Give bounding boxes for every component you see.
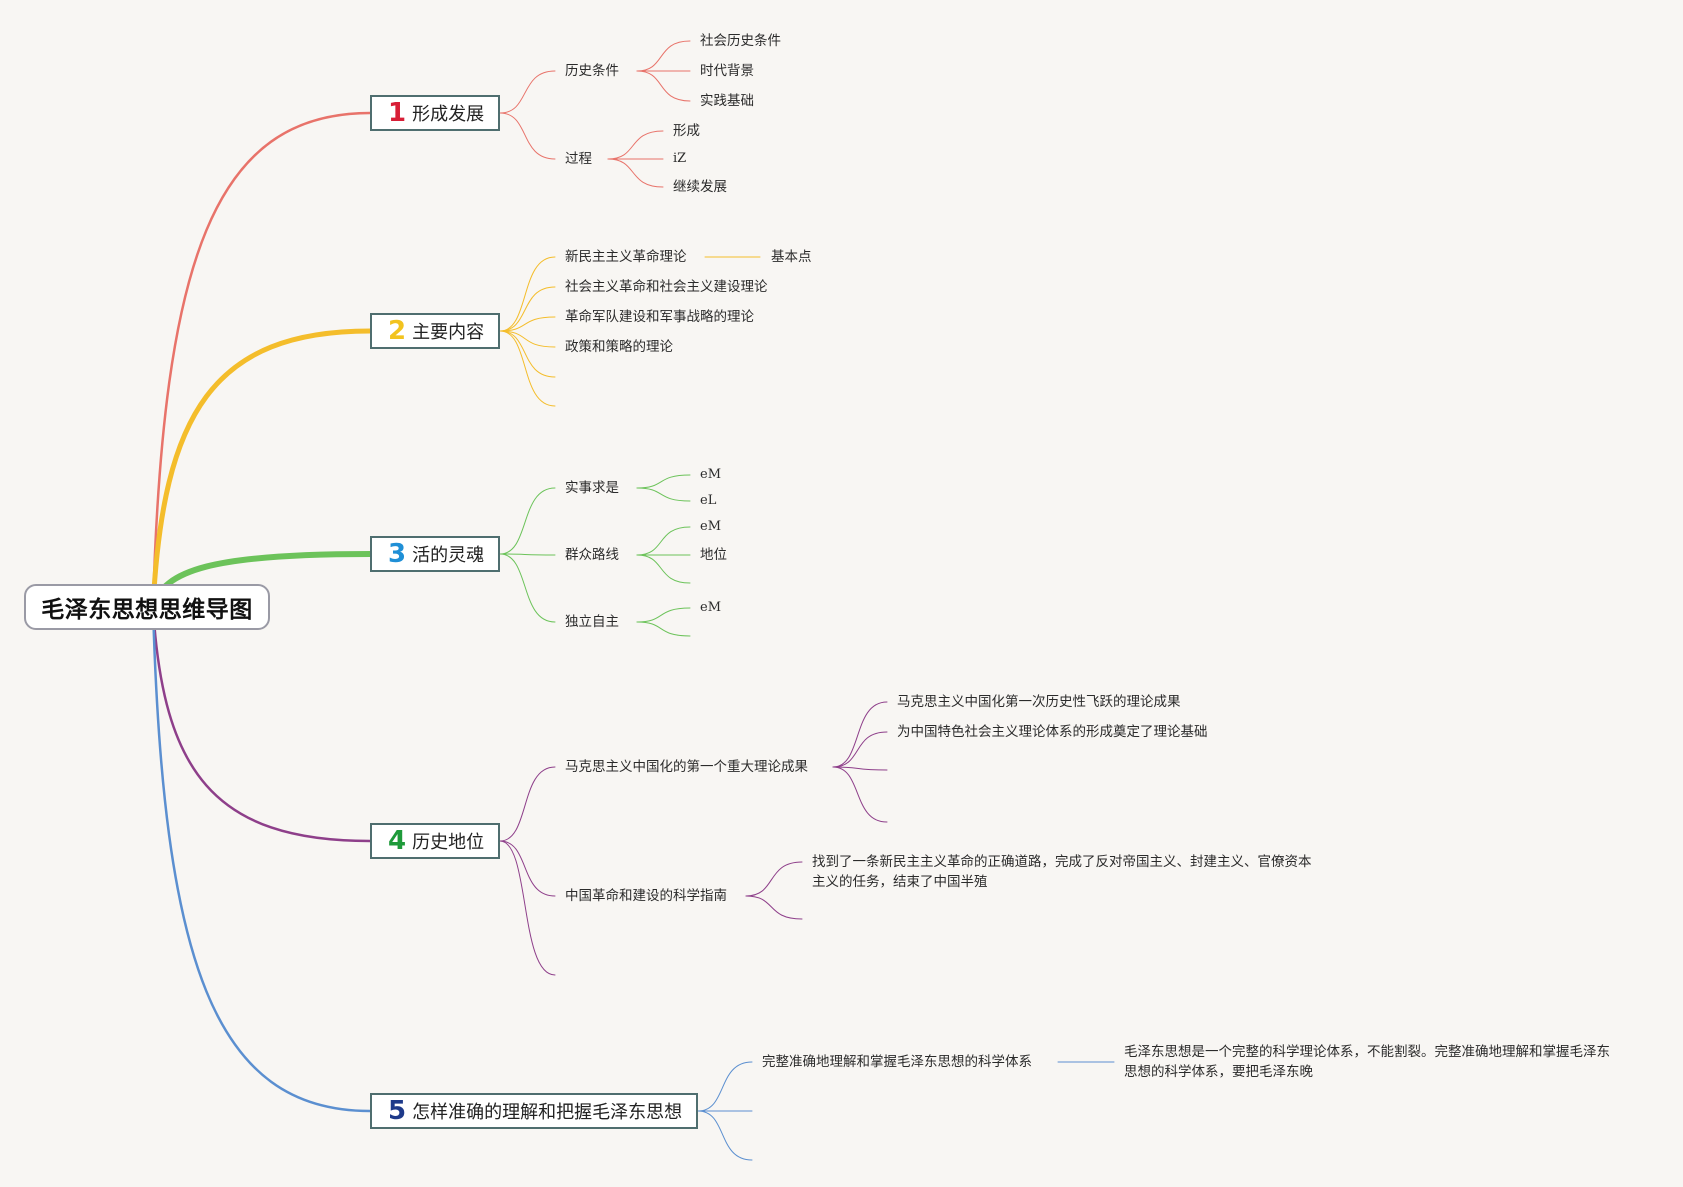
subtopic[interactable]: 过程: [565, 151, 592, 167]
leaf-connector: [636, 526, 691, 556]
branch-number: 2: [388, 316, 407, 346]
leaf-topic[interactable]: 为中国特色社会主义理论体系的形成奠定了理论基础: [897, 724, 1208, 740]
root-branch-connector: [151, 605, 372, 843]
branch-topic-4[interactable]: 4 历史地位: [370, 823, 500, 859]
branch-topic-3[interactable]: 3 活的灵魂: [370, 536, 500, 572]
sub-connector: [499, 487, 556, 555]
branch-number: 4: [388, 826, 407, 856]
sub-connector: [499, 330, 556, 407]
subtopic[interactable]: 革命军队建设和军事战略的理论: [565, 309, 754, 325]
root-topic[interactable]: 毛泽东思想思维导图: [24, 584, 270, 630]
sub-connector: [499, 553, 556, 623]
leaf-topic[interactable]: 基本点: [771, 249, 812, 265]
leaf-topic[interactable]: 继续发展: [673, 179, 727, 195]
subtopic[interactable]: 完整准确地理解和掌握毛泽东思想的科学体系: [762, 1054, 1032, 1070]
branch-label: 历史地位: [412, 832, 485, 853]
leaf-topic[interactable]: 地位: [700, 547, 727, 563]
leaf-topic[interactable]: 时代背景: [700, 63, 754, 79]
sub-connector: [499, 840, 556, 976]
branch-number: 1: [388, 98, 407, 128]
leaf-connector: [745, 861, 803, 897]
subtopic[interactable]: 实事求是: [565, 480, 619, 496]
leaf-connector: [636, 487, 691, 502]
leaf-topic[interactable]: 实践基础: [700, 93, 754, 109]
leaf-connector: [636, 554, 691, 584]
subtopic[interactable]: 政策和策略的理论: [565, 339, 673, 355]
branch-topic-5[interactable]: 5 怎样准确的理解和把握毛泽东思想: [370, 1093, 698, 1129]
leaf-topic[interactable]: eM: [700, 519, 722, 534]
leaf-connector: [832, 766, 888, 771]
leaf-connector: [636, 70, 691, 102]
branch-topic-1[interactable]: 1 形成发展: [370, 95, 500, 131]
root-branch-connector: [150, 328, 373, 610]
branch-number: 5: [388, 1096, 407, 1126]
root-branch-connector: [151, 605, 372, 1113]
subtopic[interactable]: 社会主义革命和社会主义建设理论: [565, 279, 768, 295]
branch-label: 怎样准确的理解和把握毛泽东思想: [412, 1102, 683, 1123]
leaf-connector: [636, 40, 691, 72]
sub-connector: [499, 112, 556, 160]
leaf-topic[interactable]: eM: [700, 467, 722, 482]
leaf-topic[interactable]: eM: [700, 600, 722, 615]
leaf-connector: [832, 731, 888, 768]
branch-label: 活的灵魂: [412, 545, 485, 566]
leaf-connector: [607, 158, 664, 188]
sub-connector: [499, 330, 556, 378]
leaf-connector: [636, 474, 691, 489]
subtopic[interactable]: 新民主主义革命理论: [565, 249, 687, 265]
leaf-topic[interactable]: iZ: [673, 151, 687, 166]
sub-connector: [499, 840, 556, 897]
branch-label: 形成发展: [412, 104, 485, 125]
sub-connector: [697, 1110, 753, 1161]
leaf-topic[interactable]: 社会历史条件: [700, 33, 781, 49]
sub-connector: [499, 330, 556, 348]
leaf-topic[interactable]: 形成: [673, 123, 700, 139]
leaf-topic[interactable]: 毛泽东思想是一个完整的科学理论体系，不能割裂。完整准确地理解和掌握毛泽东思想的科…: [1124, 1044, 1610, 1080]
sub-connector: [499, 70, 556, 114]
leaf-topic[interactable]: eL: [700, 493, 717, 508]
subtopic[interactable]: 马克思主义中国化的第一个重大理论成果: [565, 759, 808, 775]
subtopic[interactable]: 独立自主: [565, 614, 619, 630]
subtopic[interactable]: 群众路线: [565, 547, 619, 563]
sub-connector: [499, 286, 556, 332]
subtopic[interactable]: 中国革命和建设的科学指南: [565, 888, 727, 904]
leaf-topic[interactable]: 找到了一条新民主主义革命的正确道路，完成了反对帝国主义、封建主义、官僚资本主义的…: [812, 854, 1312, 890]
sub-connector: [697, 1061, 753, 1112]
leaf-connector: [636, 607, 691, 623]
leaf-connector: [832, 701, 888, 768]
branch-label: 主要内容: [412, 322, 485, 343]
sub-connector: [499, 316, 556, 332]
subtopic[interactable]: 历史条件: [565, 63, 619, 79]
leaf-connector: [832, 766, 888, 823]
leaf-connector: [607, 130, 664, 160]
sub-connector: [499, 766, 556, 842]
root-branch-connector: [151, 111, 372, 609]
sub-connector: [499, 256, 556, 332]
branch-number: 3: [388, 539, 407, 569]
leaf-connector: [745, 895, 803, 920]
leaf-connector: [636, 621, 691, 637]
leaf-topic[interactable]: 马克思主义中国化第一次历史性飞跃的理论成果: [897, 694, 1181, 710]
branch-topic-2[interactable]: 2 主要内容: [370, 313, 500, 349]
sub-connector: [499, 553, 556, 556]
